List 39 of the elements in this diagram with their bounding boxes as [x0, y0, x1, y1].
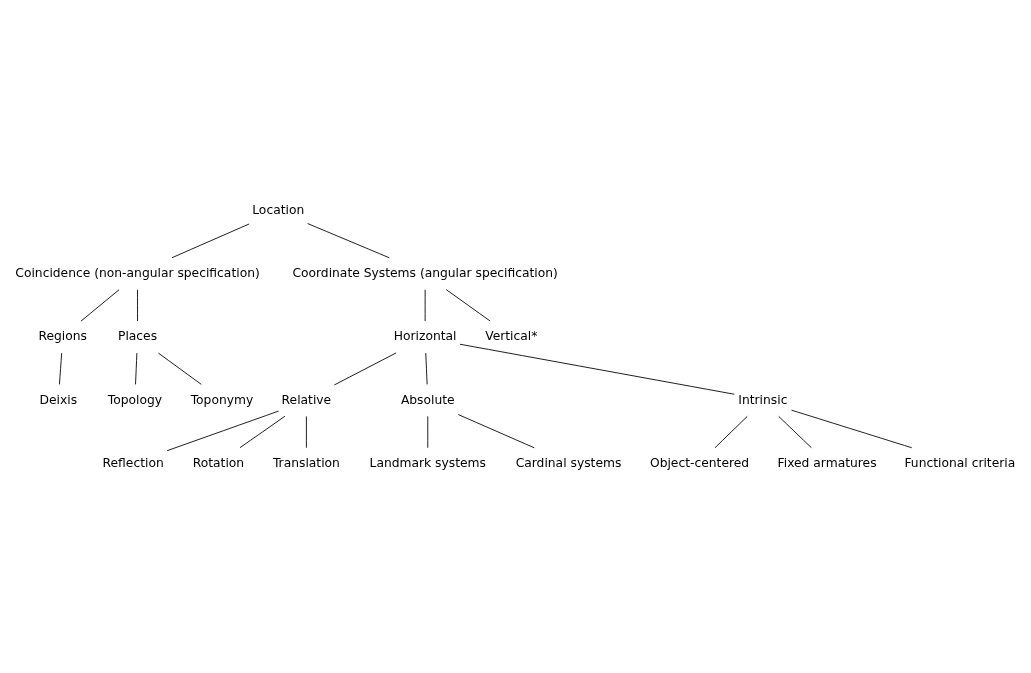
node-text: Topology: [107, 392, 163, 407]
connector: [137, 288, 138, 321]
connector: [714, 415, 748, 448]
connector: [171, 223, 250, 258]
connector: [333, 352, 397, 385]
connector: [457, 413, 535, 448]
connector: [80, 288, 120, 321]
node-text: Cardinal systems: [515, 455, 622, 470]
node-text: Translation: [272, 455, 340, 470]
node-text: Object-centered: [649, 455, 750, 470]
node-text: Fixed armatures: [777, 455, 877, 470]
node-text: Horizontal: [393, 328, 457, 343]
node-text: Regions: [38, 328, 88, 343]
connector: [157, 352, 202, 385]
connector: [778, 415, 812, 448]
connector: [307, 222, 390, 258]
node-text: Toponymy: [190, 392, 254, 407]
node-text: Deixis: [39, 392, 78, 407]
node-text: Coincidence (non-angular specification): [15, 265, 260, 280]
node-text: Relative: [281, 392, 332, 407]
node-text: Intrinsic: [738, 392, 788, 407]
node-text: Location: [252, 202, 305, 217]
node-text: Absolute: [400, 392, 455, 407]
connector: [791, 409, 913, 448]
node-text: Landmark systems: [369, 455, 486, 470]
node-text: Vertical*: [485, 328, 538, 343]
node-text: Rotation: [192, 455, 245, 470]
connector: [135, 352, 138, 385]
node-text: Functional criteria: [904, 455, 1016, 470]
connector: [239, 415, 286, 448]
connector: [59, 352, 63, 385]
node-text: Places: [117, 328, 158, 343]
connector: [166, 410, 279, 451]
node-text: Coordinate Systems (angular specification): [292, 265, 558, 280]
connector: [425, 352, 428, 385]
connector: [445, 288, 491, 321]
connector: [305, 415, 307, 448]
node-text: Reflection: [102, 455, 164, 470]
connector: [459, 343, 735, 395]
